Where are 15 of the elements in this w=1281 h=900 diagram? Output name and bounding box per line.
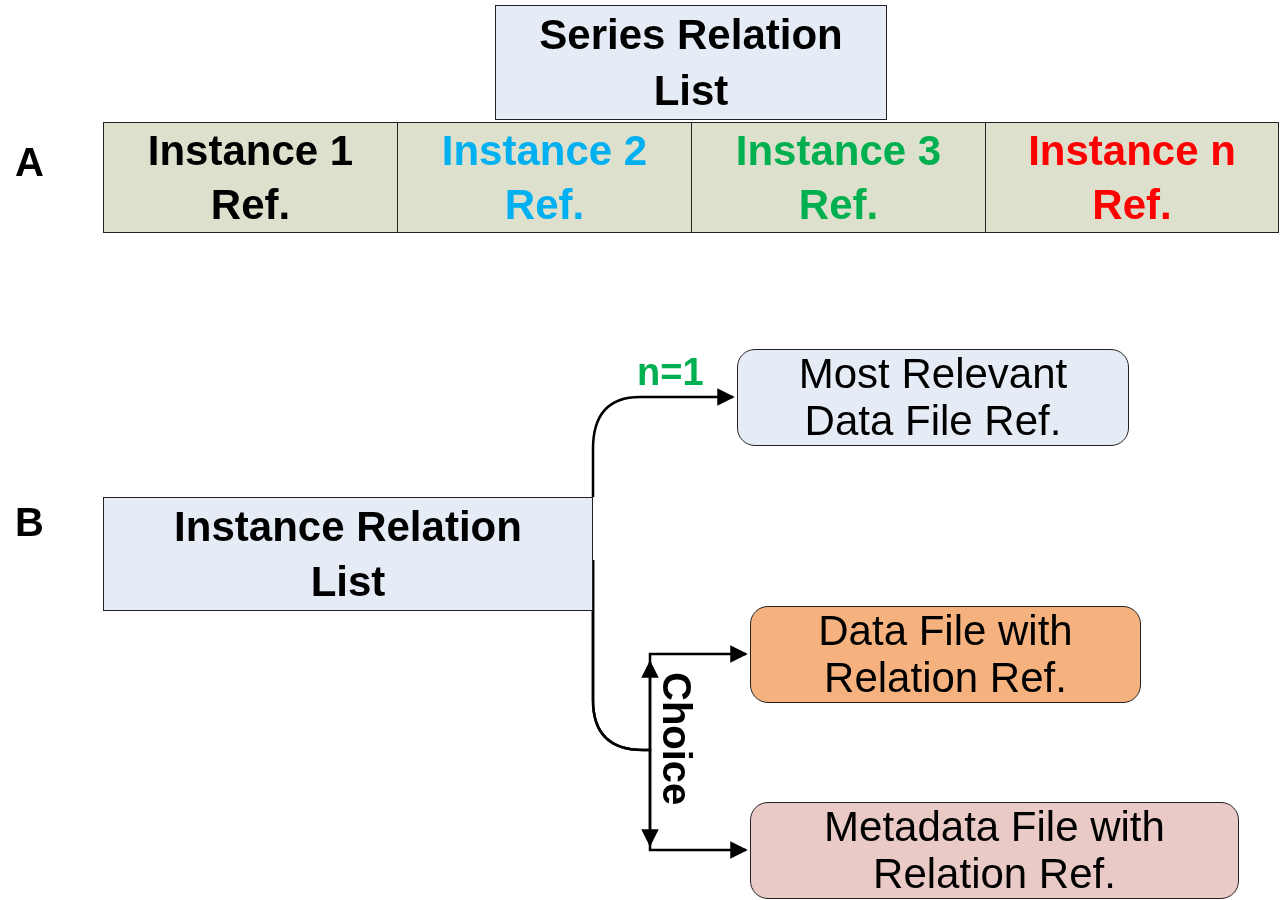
reference-cell: Instance 1 Ref. xyxy=(103,122,398,233)
file-box: Most Relevant Data File Ref. xyxy=(737,349,1129,446)
reference-cell: Instance 2 Ref. xyxy=(397,122,692,233)
list-box: Instance Relation List xyxy=(103,497,593,611)
reference-cell: Instance 3 Ref. xyxy=(691,122,986,233)
connector-arrow xyxy=(591,388,735,497)
file-box: Metadata File with Relation Ref. xyxy=(750,802,1239,899)
panel-letter: B xyxy=(15,500,44,545)
reference-cell: Instance n Ref. xyxy=(985,122,1279,233)
connector-arrow xyxy=(591,560,748,859)
panel-letter: A xyxy=(15,140,44,185)
edge-label: n=1 xyxy=(637,352,704,392)
choice-label: Choice xyxy=(655,672,699,806)
file-box: Data File with Relation Ref. xyxy=(750,606,1141,703)
list-box: Series Relation List xyxy=(495,5,887,120)
